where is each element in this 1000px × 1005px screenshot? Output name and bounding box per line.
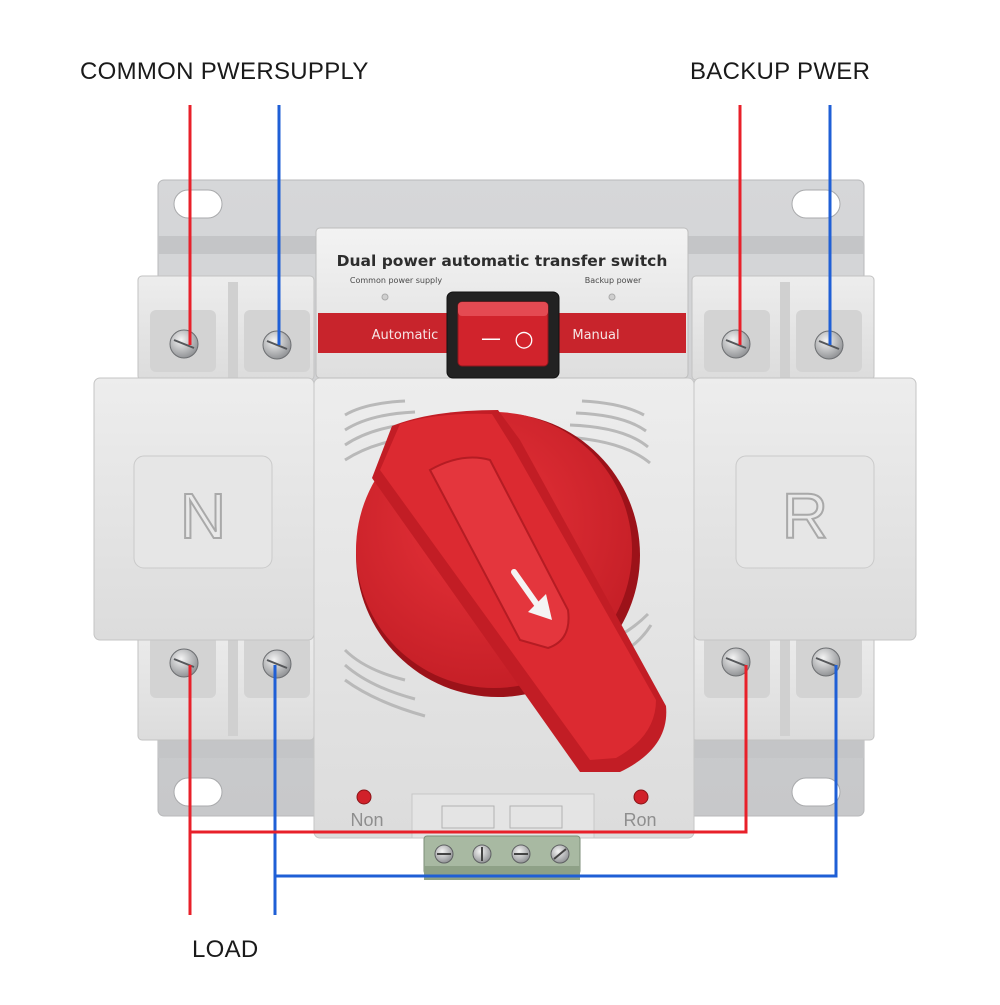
mount-hole <box>791 777 841 807</box>
screw-icon <box>262 649 292 679</box>
led-icon <box>356 789 372 805</box>
screw-icon <box>721 647 751 677</box>
module-r: R <box>693 377 917 641</box>
mount-hole <box>173 189 223 219</box>
mode-rocker-switch[interactable]: — ○ <box>446 291 560 379</box>
backup-power-caption: BACKUP PWER <box>690 58 871 85</box>
wiring-diagram <box>188 105 838 915</box>
manual-label: Manual <box>572 328 619 343</box>
indicator-label-non: Non <box>350 810 383 830</box>
screw-icon <box>169 648 199 678</box>
screw-icon <box>434 844 454 864</box>
screw-icon <box>511 844 531 864</box>
screw-icon <box>811 647 841 677</box>
rotary-handle[interactable] <box>356 410 667 772</box>
screw-icon <box>262 330 292 360</box>
label-panel: Dual power automatic transfer switch Com… <box>315 227 689 379</box>
automatic-label: Automatic <box>372 328 439 343</box>
common-power-label: Common power supply <box>350 276 442 285</box>
module-n: N <box>93 377 315 641</box>
screw-icon <box>721 329 751 359</box>
down-right-arrow-icon <box>511 569 552 620</box>
load-caption: LOAD <box>192 936 259 963</box>
rocker-off-symbol: — <box>481 326 501 350</box>
backup-load-neutral-link <box>275 665 838 878</box>
module-letter-r: R <box>782 480 828 552</box>
panel-title: Dual power automatic transfer switch <box>337 252 668 270</box>
screw-icon <box>472 844 492 864</box>
backup-power-label: Backup power <box>585 276 642 285</box>
indicator-label-ron: Ron <box>623 810 656 830</box>
screw-icon <box>169 329 199 359</box>
control-terminal-block <box>423 835 581 880</box>
screw-icon <box>550 844 570 864</box>
rocker-on-symbol: ○ <box>514 327 533 352</box>
mount-hole <box>791 189 841 219</box>
mount-hole <box>173 777 223 807</box>
common-power-supply-caption: COMMON PWERSUPPLY <box>80 58 369 85</box>
backup-load-live-link <box>190 665 748 834</box>
module-letter-n: N <box>180 480 226 552</box>
led-icon <box>633 789 649 805</box>
